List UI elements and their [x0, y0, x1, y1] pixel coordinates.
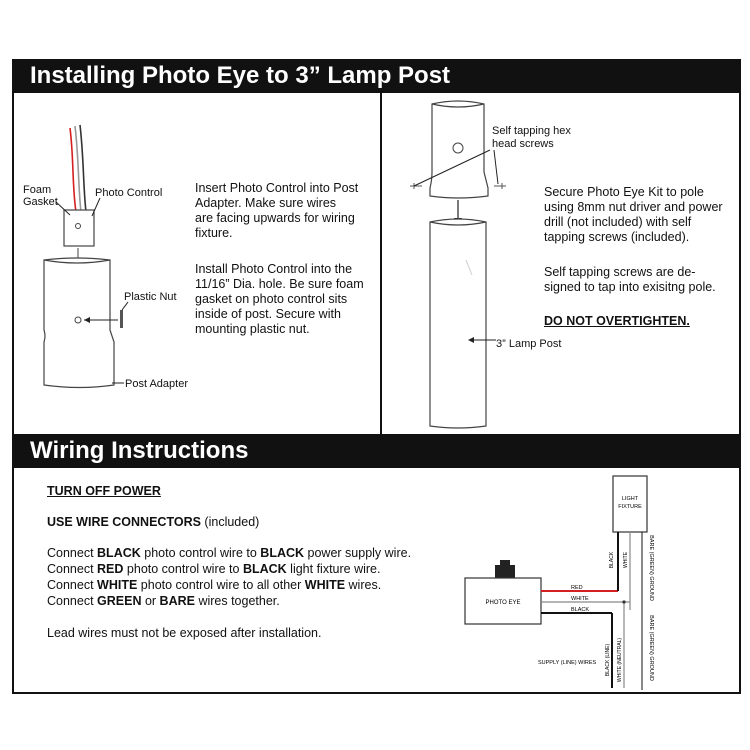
install-line-4: inside of post. Secure with — [195, 307, 341, 321]
photo-eye-text: PHOTO EYE — [486, 600, 521, 606]
install-line-1: Install Photo Control into the — [195, 262, 353, 276]
foam-gasket-label-2: Gasket — [23, 196, 58, 208]
screws-instructions: Self tapping screws are de- signed to ta… — [544, 265, 716, 295]
photo-control-leader — [91, 197, 101, 217]
lamp-post-label: 3” Lamp Post — [496, 338, 562, 350]
screws-label-1: Self tapping hex — [492, 125, 571, 137]
fixture-black-label: BLACK — [609, 551, 615, 568]
lead-wires-note: Lead wires must not be exposed after ins… — [47, 626, 322, 640]
plastic-nut-arrowhead — [84, 317, 90, 323]
supply-wires-label: SUPPLY (LINE) WIRES — [538, 660, 597, 666]
insert-line-2: Adapter. Make sure wires — [195, 196, 337, 210]
plastic-nut — [120, 310, 123, 328]
connect-line-2: Connect RED photo control wire to BLACK … — [47, 562, 381, 576]
plastic-nut-label: Plastic Nut — [124, 291, 177, 303]
overtighten-warning: DO NOT OVERTIGHTEN. — [544, 314, 690, 328]
use-connectors: USE WIRE CONNECTORS (included) — [47, 514, 259, 530]
use-connectors-bold: USE WIRE CONNECTORS — [47, 515, 201, 529]
ground-label-top: BARE (GREEN) GROUND — [648, 535, 654, 601]
insert-line-1: Insert Photo Control into Post — [195, 181, 359, 195]
wiring-title-banner: Wiring Instructions — [12, 434, 741, 468]
secure-instructions: Secure Photo Eye Kit to pole using 8mm n… — [544, 185, 723, 245]
screws-label-2: head screws — [492, 138, 554, 150]
post-highlight — [465, 259, 473, 276]
insert-line-3: are facing upwards for wiring — [195, 211, 355, 225]
install-line-3: gasket on photo control sits — [195, 292, 348, 306]
photo-eye-knob — [500, 560, 510, 566]
plastic-nut-label-leader — [121, 301, 129, 311]
install-line-5: mounting plastic nut. — [195, 322, 310, 336]
lamp-post — [429, 218, 487, 429]
light-fixture-text-1: LIGHT — [622, 496, 639, 502]
screws-line-2: signed to tap into exisitng pole. — [544, 280, 716, 294]
supply-black-label: BLACK (LINE) — [605, 644, 611, 677]
wire-black-label: BLACK — [571, 607, 589, 613]
photo-control-label: Photo Control — [95, 187, 163, 199]
right-post-adapter — [429, 100, 489, 199]
secure-line-4: tapping screws (included). — [544, 230, 690, 244]
use-connectors-rest: (included) — [200, 515, 260, 529]
post-adapter-label: Post Adapter — [125, 378, 188, 390]
panel-divider — [380, 93, 382, 434]
install-title-banner: Installing Photo Eye to 3” Lamp Post — [12, 59, 741, 93]
secure-line-1: Secure Photo Eye Kit to pole — [544, 185, 704, 199]
right-adapter-hole — [452, 142, 464, 154]
insert-instructions: Insert Photo Control into Post Adapter. … — [195, 181, 358, 241]
ground-label-bottom: BARE (GREEN) GROUND — [648, 615, 654, 681]
wiring-schematic: PHOTO EYE LIGHT FIXTURE RED WHITE BLACK … — [464, 475, 654, 690]
turn-off-power: TURN OFF POWER — [47, 484, 161, 498]
light-fixture-box — [612, 475, 648, 533]
secure-line-2: using 8mm nut driver and power — [544, 200, 723, 214]
install-line-2: 11/16” Dia. hole. Be sure foam — [195, 277, 364, 291]
photo-control-dot — [75, 223, 81, 229]
install-instructions: Install Photo Control into the 11/16” Di… — [195, 262, 364, 337]
photo-eye-box — [464, 577, 542, 625]
wire-white-label: WHITE — [571, 596, 589, 602]
supply-white-label: WHITE (NEUTRAL) — [617, 638, 623, 683]
screws-line-1: Self tapping screws are de- — [544, 265, 696, 279]
insert-line-4: fixture. — [195, 226, 233, 240]
foam-gasket-label-1: Foam — [23, 184, 52, 196]
connect-line-1: Connect BLACK photo control wire to BLAC… — [47, 546, 412, 560]
foam-gasket-leader — [55, 201, 71, 216]
connect-line-3: Connect WHITE photo control wire to all … — [47, 578, 382, 592]
secure-line-3: drill (not included) with self — [544, 215, 692, 229]
post-adapter-hole — [74, 316, 82, 324]
photo-control-wires — [69, 124, 87, 213]
light-fixture-text-2: FIXTURE — [618, 504, 642, 510]
screw-leader-left — [413, 149, 491, 187]
wire-red-label: RED — [571, 585, 583, 591]
screw-leader-right — [493, 149, 499, 185]
junction-dot — [622, 600, 626, 604]
lamp-post-arrowhead — [468, 337, 474, 343]
fixture-white-label: WHITE — [623, 551, 629, 568]
photo-eye-cap — [495, 565, 515, 578]
connect-line-4: Connect GREEN or BARE wires together. — [47, 594, 280, 608]
